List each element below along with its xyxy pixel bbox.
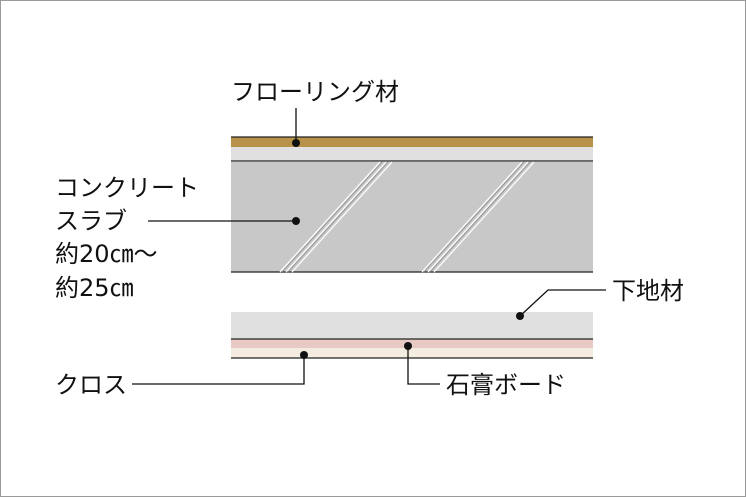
cloth-layer — [231, 348, 593, 358]
substrate-leader — [519, 289, 606, 317]
cloth-dot — [300, 351, 308, 359]
slab-hatching — [279, 161, 535, 273]
gypsum-dot — [404, 342, 412, 350]
flooring-layer — [231, 137, 593, 147]
gypsum-label: 石膏ボード — [446, 371, 566, 399]
gypsum-board-layer — [231, 339, 593, 348]
cloth-label: クロス — [55, 371, 127, 399]
cloth-leader — [132, 355, 305, 385]
concrete-slab — [231, 162, 593, 272]
substrate-layer — [231, 312, 593, 339]
slab-label-line3: 約20㎝～ — [55, 240, 158, 268]
slab-label-line2: スラブ — [55, 207, 127, 235]
slab-dot — [292, 217, 300, 225]
substrate-label: 下地材 — [612, 277, 684, 305]
slab-label-line4: 約25㎝ — [55, 274, 134, 302]
flooring-underlayer — [231, 147, 593, 161]
substrate-dot — [516, 312, 524, 320]
flooring-label: フローリング材 — [231, 78, 399, 106]
flooring-dot — [292, 139, 300, 147]
gypsum-leader — [407, 346, 440, 385]
slab-label-line1: コンクリート — [55, 174, 199, 202]
